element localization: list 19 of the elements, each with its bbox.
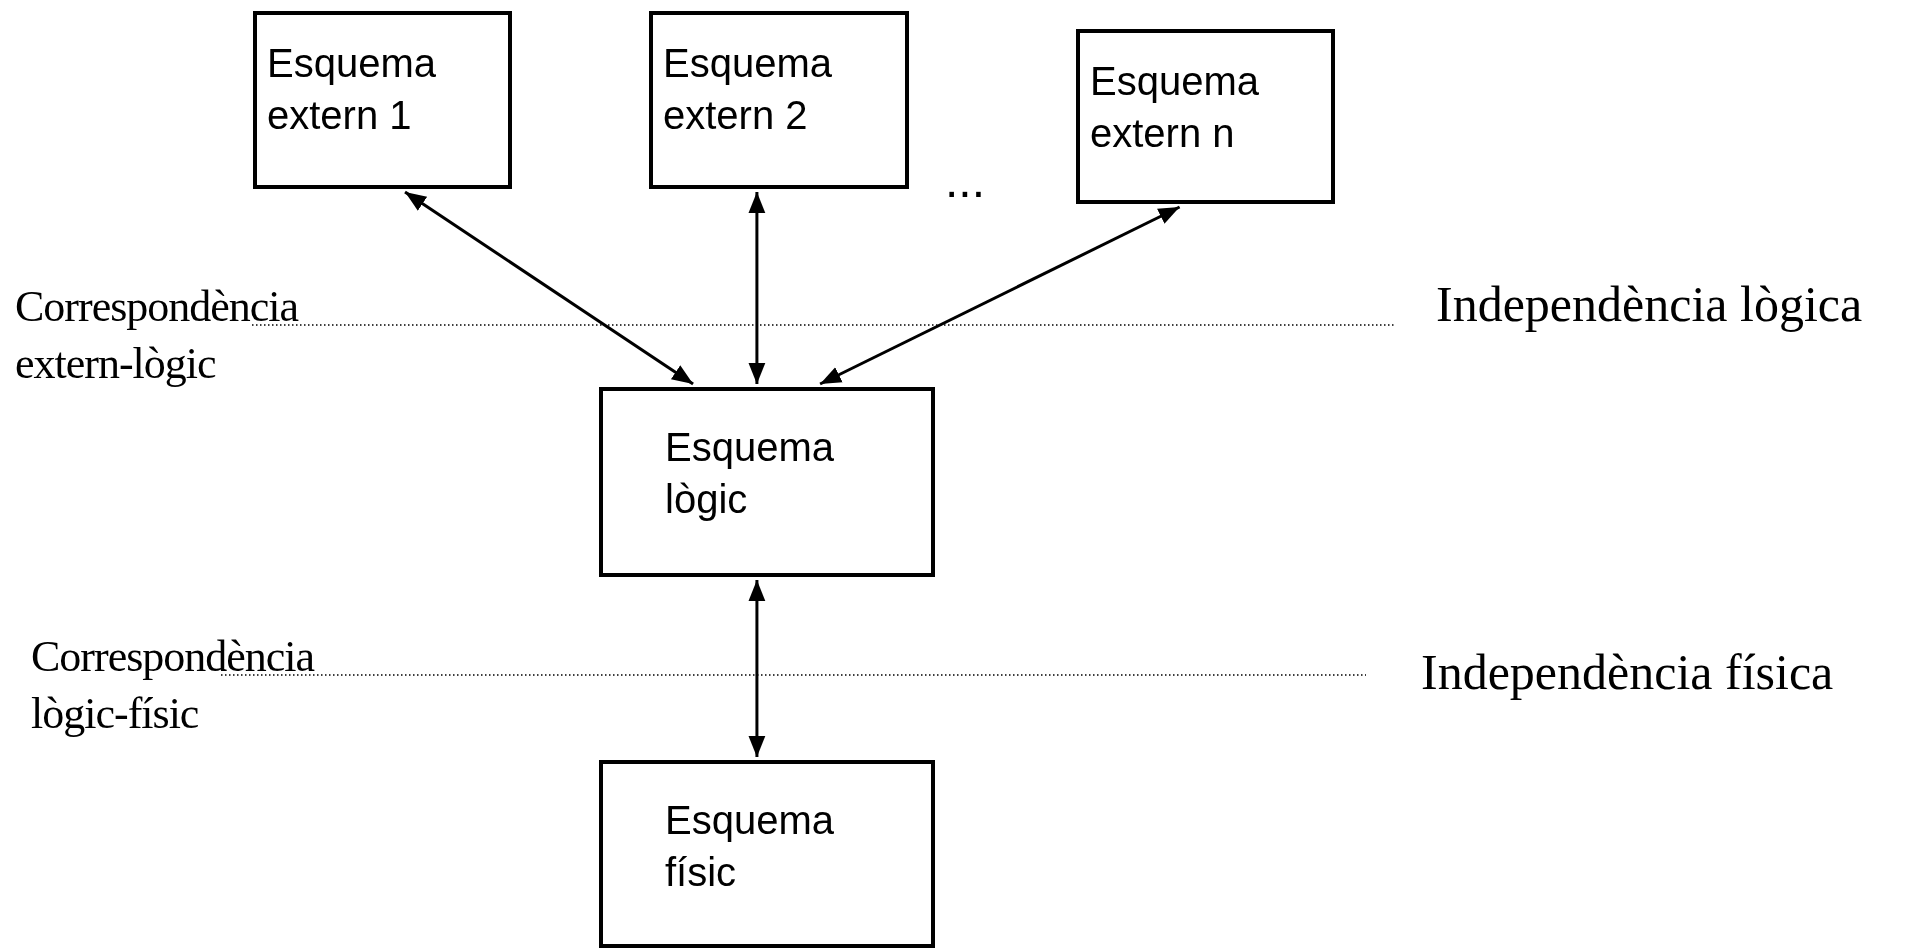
- ellipsis-label: ...: [945, 153, 985, 209]
- double-arrow: [748, 580, 766, 757]
- double-arrow: [404, 190, 694, 386]
- schema-box: [599, 760, 935, 948]
- box-text: Esquema físic: [665, 797, 835, 896]
- box-text: Esquema extern 2: [663, 40, 833, 139]
- independence-label: Independència lògica: [1436, 275, 1863, 334]
- schema-box: [599, 387, 935, 577]
- double-arrow: [748, 192, 766, 384]
- box-text: Esquema lògic: [665, 424, 835, 523]
- schema-box: [253, 11, 512, 189]
- schema-box: [649, 11, 909, 189]
- schema-box: [1076, 29, 1335, 204]
- double-arrow: [819, 205, 1181, 386]
- box-text: Esquema extern 1: [267, 40, 437, 139]
- box-text: Esquema extern n: [1090, 58, 1260, 157]
- mapping-label: Correspondència extern-lògic: [15, 281, 300, 391]
- independence-label: Independència física: [1421, 643, 1834, 702]
- mapping-label: Correspondència lògic-físic: [31, 631, 316, 741]
